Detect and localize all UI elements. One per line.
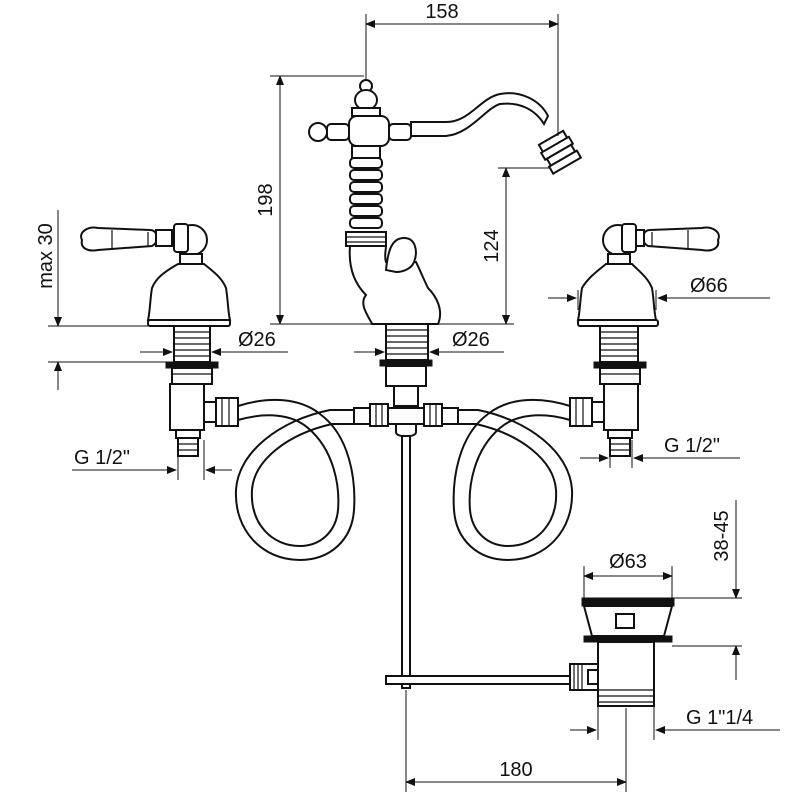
dimension-max-deck-label: max 30 [35, 223, 57, 289]
dimension-waste-range-label: 38-45 [711, 510, 733, 561]
dimension-handle-diameter-label: Ø66 [690, 275, 728, 297]
dimension-spout-reach-label: 158 [425, 1, 458, 23]
dimension-waste-diameter-label: Ø63 [609, 551, 647, 573]
spout-body [308, 79, 583, 407]
right-hose [452, 398, 574, 562]
dimension-left-shank: Ø26 [140, 329, 288, 356]
dimension-waste-range: 38-45 [672, 500, 742, 680]
pop-up-waste [385, 597, 675, 707]
dimension-waste-thread-label: G 1"1/4 [686, 707, 753, 729]
dimension-spout-height: 198 [255, 75, 372, 325]
dimension-spread-label: 180 [499, 759, 532, 781]
dimension-max-deck: max 30 [35, 210, 166, 390]
dimension-waste-thread: G 1"1/4 [570, 706, 780, 740]
dimension-waste-diameter: Ø63 [583, 551, 673, 598]
dimension-right-inlet-label: G 1/2" [664, 435, 720, 457]
dimension-outlet-height-label: 124 [481, 229, 503, 262]
dimension-center-shank-label: Ø26 [452, 329, 490, 351]
dimension-left-inlet: G 1/2" [72, 440, 232, 480]
dimension-spout-height-label: 198 [255, 183, 277, 216]
dimension-spout-reach: 158 [365, 1, 559, 136]
left-handle-valve [80, 223, 239, 457]
dimension-left-inlet-label: G 1/2" [74, 447, 130, 469]
dimension-right-inlet: G 1/2" [580, 435, 740, 468]
dimension-left-shank-label: Ø26 [238, 329, 276, 351]
dimension-outlet-height: 124 [438, 167, 550, 325]
dimension-spread: 180 [405, 690, 627, 792]
right-handle-valve [569, 223, 720, 457]
dimension-handle-diameter: Ø66 [548, 275, 770, 310]
tee-connector [353, 403, 459, 689]
dimension-center-shank: Ø26 [354, 329, 504, 356]
left-hose [234, 398, 356, 562]
